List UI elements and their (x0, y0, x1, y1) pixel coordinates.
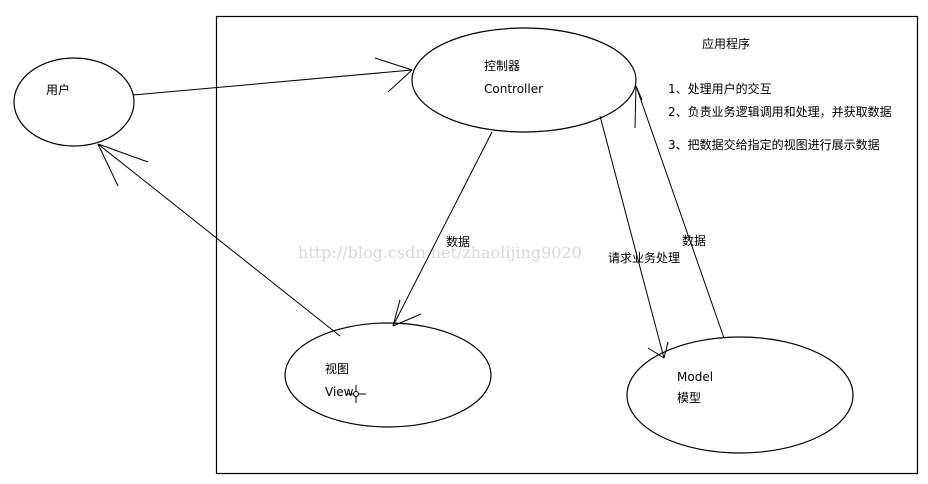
application-title: 应用程序 (702, 36, 750, 51)
arrow-controller-to-view (392, 131, 493, 327)
cursor-icon (347, 385, 366, 403)
application-boundary (215, 15, 919, 475)
view-node (284, 322, 492, 428)
model-label-en: Model (677, 370, 713, 384)
model-node (626, 336, 854, 454)
controller-node (411, 27, 637, 133)
view-label-cn: 视图 (325, 361, 349, 376)
arrow-controller-to-model (599, 115, 669, 359)
edge-label-model-to-controller: 数据 (682, 233, 706, 248)
watermark-text: http://blog.csdn.net/zhaolijing9020 (298, 243, 582, 262)
note-3: 3、把数据交给指定的视图进行展示数据 (668, 137, 880, 152)
controller-label-cn: 控制器 (484, 59, 520, 73)
arrow-view-to-user (97, 143, 341, 337)
edge-label-controller-to-view: 数据 (446, 234, 470, 249)
model-label-cn: 模型 (677, 391, 701, 405)
note-2: 2、负责业务逻辑调用和处理，并获取数据 (668, 104, 892, 119)
view-label-en: View (325, 385, 354, 399)
note-1: 1、处理用户的交互 (668, 81, 772, 96)
controller-label-en: Controller (484, 82, 543, 96)
user-label: 用户 (46, 82, 70, 97)
user-node (13, 57, 135, 147)
edge-label-controller-to-model: 请求业务处理 (608, 250, 680, 265)
arrow-user-to-controller (132, 57, 413, 96)
arrow-model-to-controller (634, 85, 725, 339)
